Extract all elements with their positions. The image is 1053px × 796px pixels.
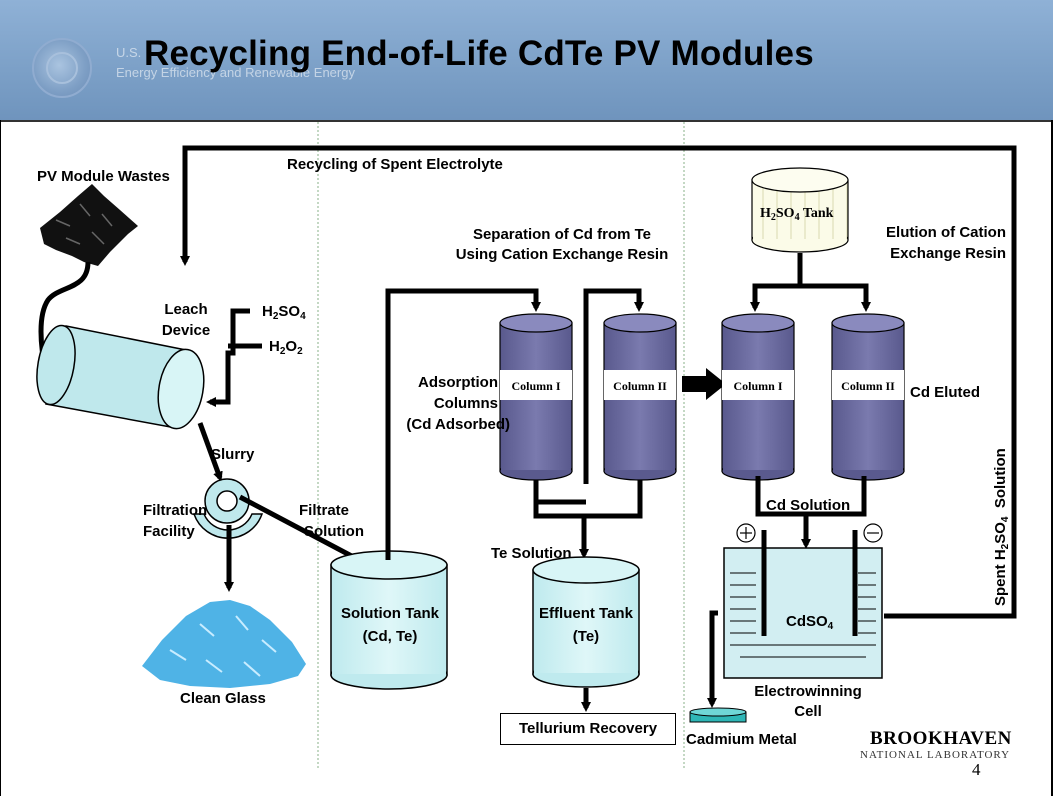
label-te-solution: Te Solution (491, 545, 572, 562)
label-clean-glass: Clean Glass (180, 690, 266, 707)
cadmium-metal-dish (689, 707, 747, 723)
h2so4-tank (751, 167, 849, 253)
label-elution-1: Elution of Cation (886, 224, 1006, 241)
label-h2so4-reagent: H2SO4 (262, 303, 306, 322)
label-adsorption-column-2: Column II (613, 379, 667, 393)
label-leach: Leach (164, 301, 208, 318)
elution-column-2 (831, 313, 905, 481)
clean-glass-pile-icon (142, 600, 306, 688)
label-cd-eluted: Cd Eluted (910, 384, 980, 401)
label-h2so4-tank: H2SO4 Tank (760, 206, 834, 223)
label-solution-tank-contents: (Cd, Te) (362, 628, 418, 645)
label-cdso4: CdSO4 (784, 613, 836, 636)
label-elution-column-1: Column I (733, 379, 783, 393)
label-solution-tank: Solution Tank (340, 605, 440, 622)
leach-device-drum (36, 324, 205, 430)
column1-to-column2-pipe (583, 288, 644, 484)
label-tellurium-recovery: Tellurium Recovery (518, 720, 658, 737)
label-adsorption-1: Adsorption (418, 374, 498, 391)
effluent-tank (532, 556, 640, 688)
agency-line-2: Energy Efficiency and Renewable Energy (116, 65, 355, 80)
label-facility: Facility (143, 523, 195, 540)
label-h2o2-reagent: H2O2 (269, 338, 303, 357)
label-cd-solution: Cd Solution (766, 497, 851, 514)
label-effluent-contents: (Te) (572, 628, 600, 645)
label-separation-2: Using Cation Exchange Resin (455, 246, 669, 263)
tank-to-column-pipe (385, 288, 541, 560)
page-number: 4 (972, 760, 981, 779)
cadmium-out-arrow (707, 610, 718, 708)
solution-tank (330, 550, 448, 690)
adsorption-column-2 (603, 313, 677, 481)
label-separation-1: Separation of Cd from Te (472, 226, 652, 243)
left-border (0, 120, 1, 796)
columns-to-effluent-pipe (533, 476, 589, 559)
label-electrowinning-cell: Cell (794, 703, 822, 720)
label-elution-column-2: Column II (841, 379, 895, 393)
acid-to-column2 (800, 283, 871, 312)
label-elution-2: Exchange Resin (890, 245, 1006, 262)
slurry-arrow (197, 422, 223, 482)
acid-to-column1 (750, 253, 803, 312)
brookhaven-logo: BROOKHAVEN (870, 728, 1012, 749)
filtration-facility-icon (192, 478, 264, 539)
header-banner: U.S. Energy Efficiency and Renewable Ene… (0, 0, 1053, 122)
label-adsorption-column-1: Column I (511, 379, 561, 393)
brookhaven-logo-sub: NATIONAL LABORATORY (860, 749, 1011, 761)
label-adsorption-2: Columns (433, 395, 498, 412)
pv-waste-pile-icon (40, 184, 138, 266)
tellurium-recovery-box: Tellurium Recovery (500, 713, 676, 745)
label-electrowinning: Electrowinning (754, 683, 862, 700)
label-pv-wastes: PV Module Wastes (37, 168, 170, 185)
label-effluent-tank: Effluent Tank (539, 605, 633, 622)
label-slurry: Slurry (211, 446, 255, 463)
elution-column-1 (721, 313, 795, 481)
doe-seal-icon (32, 38, 92, 98)
transfer-block-arrow (682, 368, 726, 400)
recycle-line (180, 145, 1017, 619)
label-filtrate-solution: Solution (304, 523, 364, 540)
label-spent-solution: Spent H2SO4 Solution (992, 448, 1011, 606)
label-filtrate: Filtrate (299, 502, 350, 519)
agency-line-1: U.S. (116, 45, 142, 60)
adsorption-column-1 (499, 313, 573, 481)
reagent-feed-arrow (206, 308, 250, 407)
label-device: Device (161, 322, 211, 339)
right-border (1051, 120, 1053, 796)
label-adsorption-3: (Cd Adsorbed) (406, 416, 510, 433)
label-filtration: Filtration (143, 502, 208, 519)
label-cadmium-metal: Cadmium Metal (686, 731, 797, 748)
label-recycling: Recycling of Spent Electrolyte (287, 156, 503, 173)
electrowinning-cell (723, 523, 883, 679)
slide-title: Recycling End-of-Life CdTe PV Modules (144, 34, 814, 73)
